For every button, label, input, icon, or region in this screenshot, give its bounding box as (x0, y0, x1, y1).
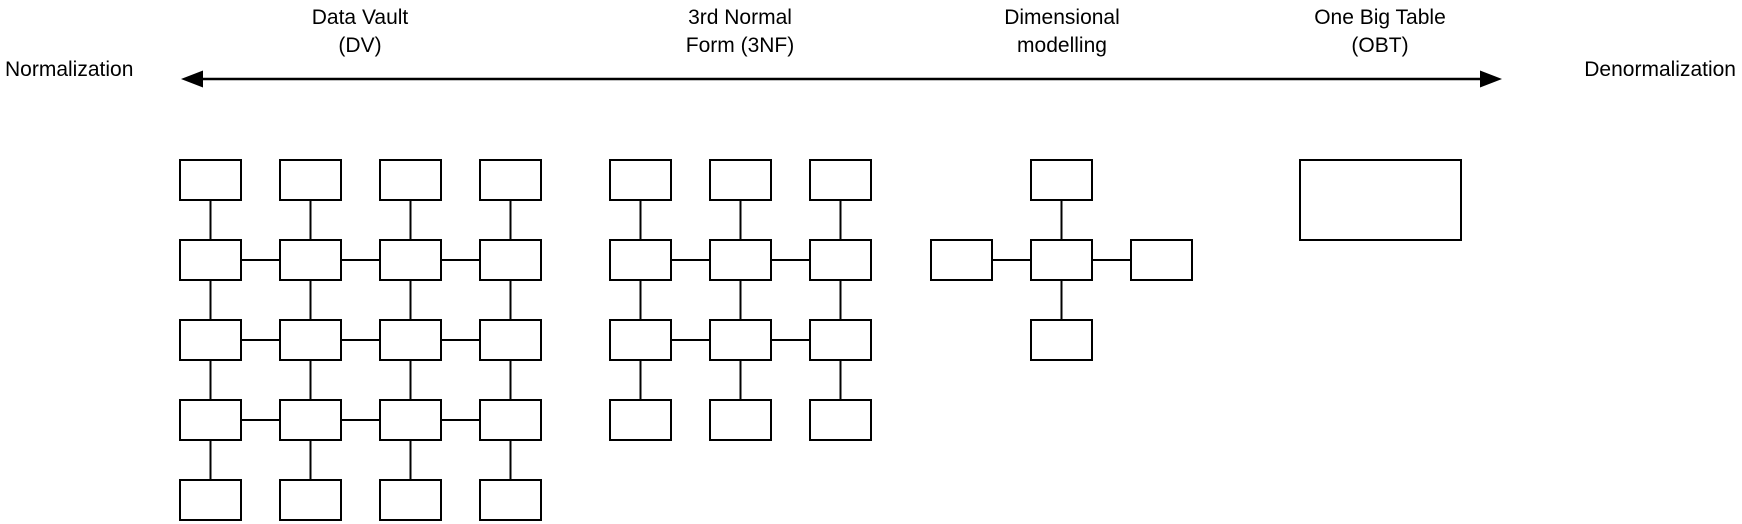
table-box (479, 239, 542, 281)
table-box (609, 319, 672, 361)
table-box (279, 399, 342, 441)
dimension-table-box (1130, 239, 1193, 281)
one-big-table-box (1299, 159, 1462, 241)
table-box (479, 319, 542, 361)
data-vault-schema (179, 159, 542, 521)
fact-table-box (1030, 239, 1093, 281)
table-box (379, 239, 442, 281)
table-box (479, 399, 542, 441)
table-box (179, 319, 242, 361)
schema-diagrams-layer (179, 159, 1462, 521)
table-box (809, 159, 872, 201)
table-box (279, 479, 342, 521)
table-box (609, 159, 672, 201)
table-box (379, 159, 442, 201)
table-box (279, 239, 342, 281)
table-box (479, 159, 542, 201)
table-box (279, 159, 342, 201)
dimension-table-box (1030, 319, 1093, 361)
arrow-right-head-icon (1480, 70, 1502, 88)
dimensional-modelling-schema (930, 159, 1193, 361)
third-normal-form-label-line-2: Form (3NF) (686, 34, 795, 57)
one-big-table-label-line-1: One Big Table (1314, 6, 1446, 29)
third-normal-form-schema (609, 159, 872, 441)
data-vault-label-line-1: Data Vault (312, 6, 409, 29)
dimension-table-box (1030, 159, 1093, 201)
table-box (379, 479, 442, 521)
table-box (379, 399, 442, 441)
spectrum-arrow (181, 70, 1502, 88)
table-box (709, 319, 772, 361)
table-box (809, 239, 872, 281)
dimensional-modelling-label-line-2: modelling (1017, 34, 1107, 57)
arrow-left-head-icon (181, 70, 203, 88)
denormalization-label: Denormalization (1584, 58, 1736, 81)
table-box (709, 399, 772, 441)
table-box (179, 479, 242, 521)
table-box (479, 479, 542, 521)
dimensional-modelling-label-line-1: Dimensional (1004, 6, 1120, 29)
table-box (609, 399, 672, 441)
table-box (279, 319, 342, 361)
table-box (379, 319, 442, 361)
one-big-table-schema (1299, 159, 1462, 241)
data-vault-label-line-2: (DV) (338, 34, 381, 57)
table-box (179, 159, 242, 201)
third-normal-form-label-line-1: 3rd Normal (688, 6, 792, 29)
table-box (809, 399, 872, 441)
normalization-label: Normalization (5, 58, 133, 81)
table-box (609, 239, 672, 281)
table-box (709, 159, 772, 201)
table-box (709, 239, 772, 281)
one-big-table-label-line-2: (OBT) (1351, 34, 1408, 57)
table-box (809, 319, 872, 361)
dimension-table-box (930, 239, 993, 281)
table-box (179, 399, 242, 441)
table-box (179, 239, 242, 281)
